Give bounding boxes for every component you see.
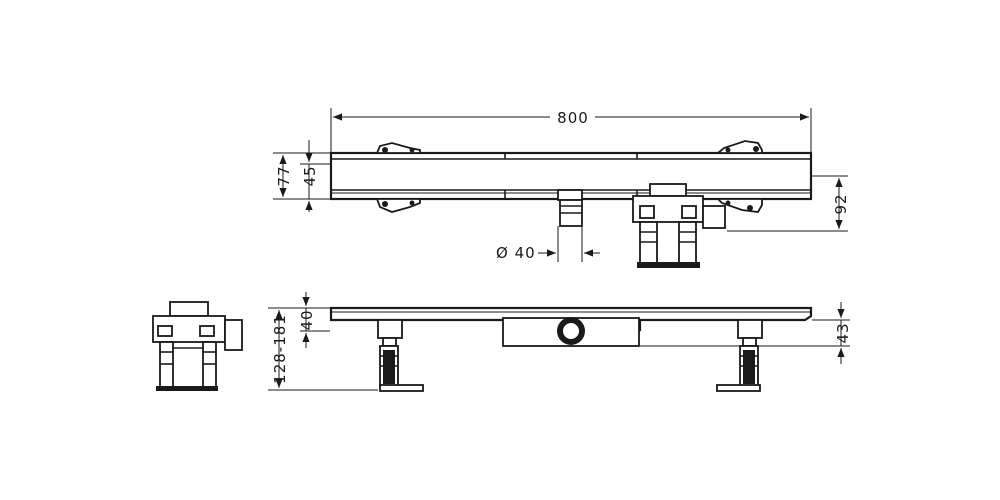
left-top-clip bbox=[375, 142, 421, 154]
dim-92-label: 92 bbox=[832, 193, 850, 214]
dimension-top-heights: 77 45 bbox=[273, 140, 330, 212]
siphon-foot-assembly bbox=[632, 183, 726, 268]
dim-43-label: 43 bbox=[834, 322, 852, 343]
left-bottom-clip bbox=[375, 198, 421, 213]
dim-77-label: 77 bbox=[275, 165, 293, 186]
dimension-right-drop: 92 bbox=[727, 175, 850, 232]
end-view bbox=[152, 301, 243, 391]
dim-128-181-label: 128-181 bbox=[271, 314, 289, 384]
dimension-overall-length: 800 bbox=[330, 108, 812, 152]
dim-800-label: 800 bbox=[557, 109, 589, 127]
right-adjustable-foot bbox=[716, 319, 763, 392]
side-view bbox=[329, 306, 813, 392]
dimension-outlet-diameter: Ø 40 bbox=[496, 226, 600, 262]
top-view bbox=[329, 140, 813, 268]
right-bottom-clip bbox=[715, 198, 763, 213]
dimension-side-heights: 128-181 40 bbox=[268, 292, 378, 391]
dim-diameter-label: Ø 40 bbox=[496, 244, 536, 262]
left-adjustable-foot bbox=[377, 319, 424, 392]
dim-45-label: 45 bbox=[301, 165, 319, 186]
right-top-clip bbox=[715, 140, 763, 154]
dimension-right-side-height: 43 bbox=[640, 302, 852, 364]
outlet-pipe bbox=[557, 189, 583, 227]
dim-40-label: 40 bbox=[298, 309, 316, 330]
